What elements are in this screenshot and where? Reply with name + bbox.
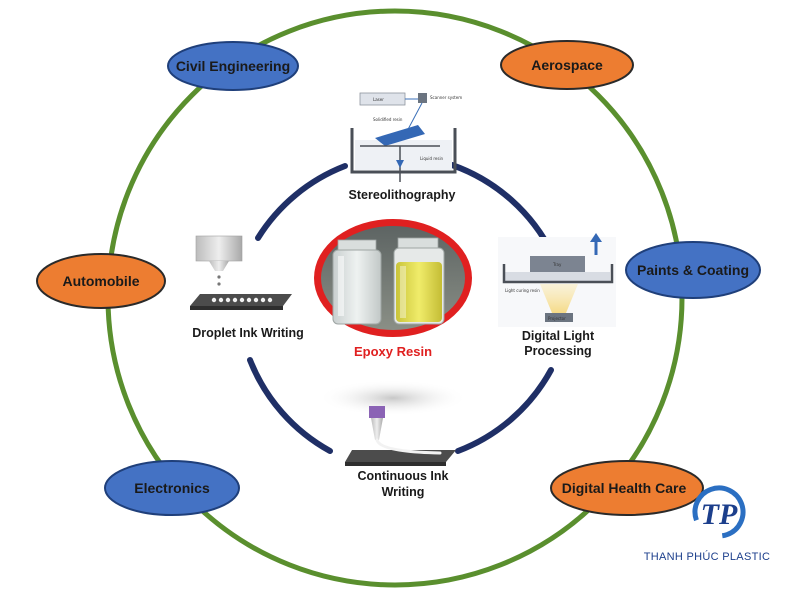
sla-scanner-label: Scanner system <box>430 95 462 100</box>
sla-solidified-label: Solidified resin <box>373 117 403 122</box>
process-label-droplet: Droplet Ink Writing <box>192 326 304 340</box>
resin-vat <box>355 140 452 170</box>
process-label-dlp-line1: Digital Light <box>522 329 595 343</box>
electronics-label: Electronics <box>134 480 210 496</box>
scanner-box <box>418 93 427 103</box>
logo-monogram: TP <box>701 498 738 531</box>
thanh-phuc-logo: TP THANH PHÚC PLASTIC <box>644 485 770 563</box>
sla-laser-label: Laser <box>373 97 384 102</box>
aerospace-label: Aerospace <box>531 57 603 73</box>
droplet-ink-writing-image <box>190 235 292 310</box>
ink-filament <box>375 438 442 455</box>
automobile-bubble <box>36 253 166 309</box>
civil-engineering-bubble <box>167 41 299 91</box>
dlp-projector-label: Projector <box>548 316 566 321</box>
hardener-bottle <box>393 237 445 325</box>
process-label-dlp-line2: Processing <box>524 344 591 358</box>
clear-resin-bottle <box>332 239 382 325</box>
light-beam <box>540 284 578 313</box>
automobile-label: Automobile <box>63 273 140 289</box>
application-paints-coating: Paints & Coating <box>625 241 761 299</box>
process-label-stereolithography: Stereolithography <box>349 188 456 202</box>
ink-syringe <box>369 406 385 418</box>
projector-box <box>545 313 573 322</box>
paints-coating-bubble <box>625 241 761 299</box>
application-electronics: Electronics <box>104 460 240 516</box>
deposited-droplets <box>211 297 273 303</box>
center-shadow <box>318 380 468 416</box>
dlp-tray <box>530 256 585 272</box>
droplet-nozzle <box>209 261 229 271</box>
ink-nozzle <box>371 418 383 440</box>
stereolithography-image: Laser Scanner system Solidified resin Li… <box>350 92 462 182</box>
dlp-tray-label: Tray <box>552 262 562 267</box>
application-aerospace: Aerospace <box>500 40 634 90</box>
sla-part <box>375 125 425 146</box>
center-label: Epoxy Resin <box>354 344 432 359</box>
dlp-image: Tray Light curing resin Projector <box>498 233 616 327</box>
electronics-bubble <box>104 460 240 516</box>
process-label-ciw-line1: Continuous Ink <box>358 469 449 483</box>
digital-health-care-bubble <box>550 460 704 516</box>
dlp-light-label: Light curing resin <box>505 288 540 293</box>
droplet-head <box>195 235 243 262</box>
application-civil-engineering: Civil Engineering <box>167 41 299 91</box>
center-epoxy-image <box>314 219 472 416</box>
digital-health-care-label: Digital Health Care <box>562 480 687 496</box>
application-digital-health-care: Digital Health Care <box>550 460 704 516</box>
logo-brand-text: THANH PHÚC PLASTIC <box>644 550 770 563</box>
up-arrow-icon <box>590 233 602 242</box>
continuous-ink-writing-image <box>345 406 456 466</box>
sla-liquid-label: Liquid resin <box>420 156 444 161</box>
application-automobile: Automobile <box>36 253 166 309</box>
civil-engineering-label: Civil Engineering <box>176 58 290 74</box>
paints-coating-label: Paints & Coating <box>637 262 749 278</box>
process-label-ciw-line2: Writing <box>382 485 425 499</box>
aerospace-bubble <box>500 40 634 90</box>
